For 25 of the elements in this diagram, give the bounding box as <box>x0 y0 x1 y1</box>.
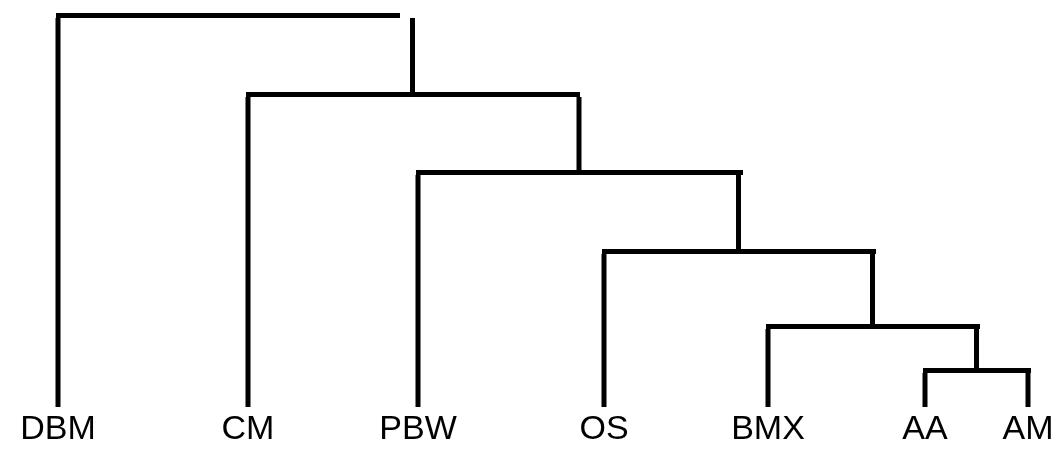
leaf-label: CM <box>221 407 275 447</box>
branch-bar <box>245 92 580 97</box>
branch-bar <box>922 368 1031 373</box>
branch-line <box>922 373 928 407</box>
leaf-label: BMX <box>731 407 805 447</box>
leaf-label: AM <box>1002 407 1054 447</box>
branch-line <box>765 329 771 407</box>
branch-line <box>736 175 741 249</box>
branch-line <box>55 18 61 407</box>
branch-line <box>415 175 421 407</box>
branch-bar <box>601 249 876 254</box>
branch-line <box>410 18 415 92</box>
branch-line <box>245 97 251 407</box>
branch-bar <box>765 324 980 329</box>
leaf-label: DBM <box>20 407 96 447</box>
branch-line <box>1025 373 1031 407</box>
branch-line <box>601 254 607 407</box>
leaf-label: AA <box>902 407 948 447</box>
leaf-label: PBW <box>379 407 457 447</box>
branch-bar <box>55 13 400 18</box>
leaf-label: OS <box>579 407 629 447</box>
branch-line <box>576 97 582 170</box>
branch-line <box>870 254 875 324</box>
branch-bar <box>415 170 743 175</box>
branch-line <box>974 329 979 368</box>
